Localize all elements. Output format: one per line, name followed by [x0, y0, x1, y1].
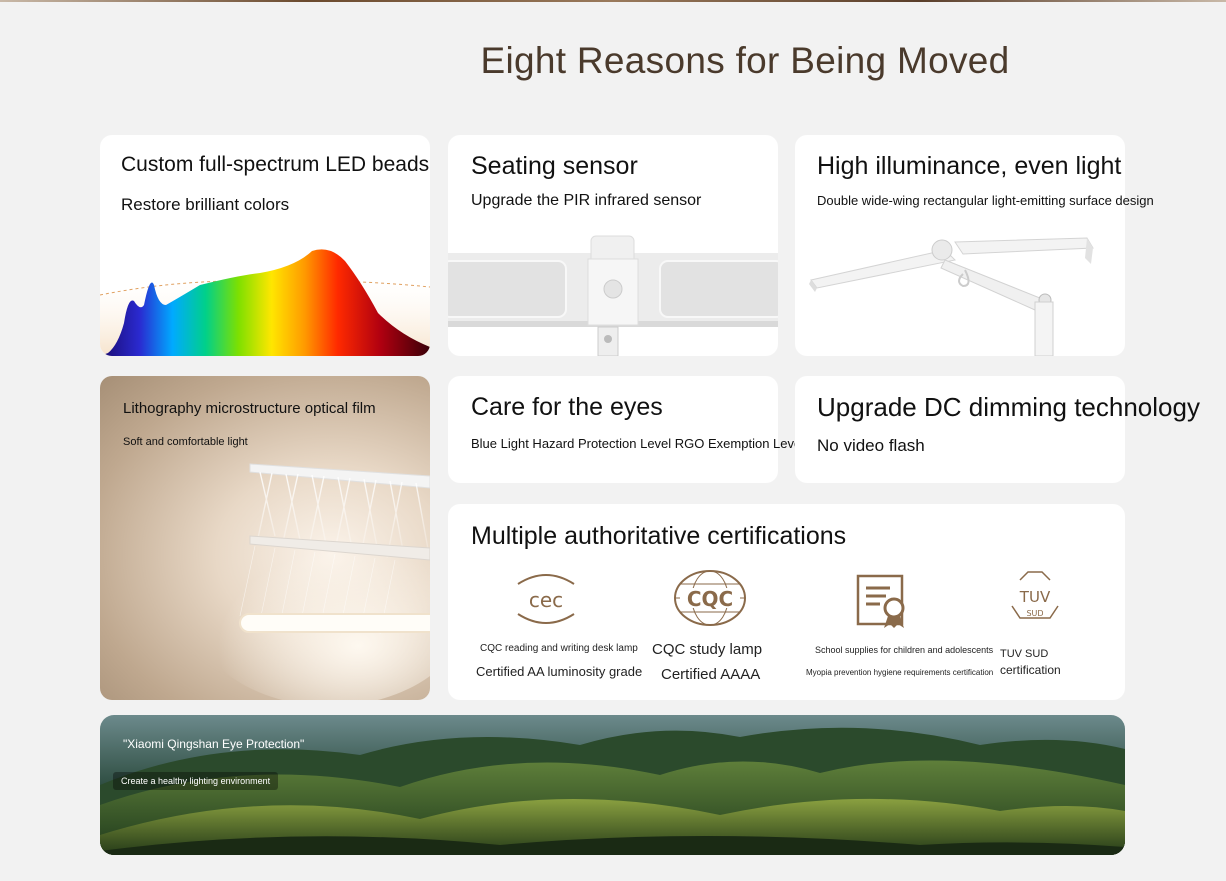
card-subtitle: No video flash	[817, 436, 925, 455]
optical-film-graphic	[190, 463, 430, 700]
card-seating-sensor: Seating sensor Upgrade the PIR infrared …	[448, 135, 778, 356]
card-title: High illuminance, even light	[817, 152, 1122, 180]
lamp-wide-wing-graphic	[809, 237, 1094, 356]
card-subtitle: Soft and comfortable light	[123, 436, 248, 448]
cert-caption-line2: Myopia prevention hygiene requirements c…	[806, 668, 994, 677]
cert-caption-line2: Certified AAAA	[661, 666, 761, 683]
card-dc-dimming: Upgrade DC dimming technology No video f…	[795, 376, 1200, 483]
eye-protection-banner: "Xiaomi Qingshan Eye Protection" Create …	[100, 715, 1125, 855]
svg-text:SUD: SUD	[1026, 609, 1043, 618]
top-decor-strip	[0, 0, 1226, 2]
cert-caption-line2: Certified AA luminosity grade	[476, 664, 643, 679]
card-title: Lithography microstructure optical film	[123, 400, 376, 417]
cert-caption-line1: CQC study lamp	[652, 641, 763, 658]
cqc-logo-icon: CQC	[674, 570, 746, 626]
card-subtitle: Upgrade the PIR infrared sensor	[471, 192, 702, 209]
cert-caption-line2: certification	[1000, 663, 1061, 677]
cec-logo-icon: cec	[517, 574, 575, 624]
card-high-illuminance: High illuminance, even light Double wide…	[795, 135, 1154, 356]
card-title: Upgrade DC dimming technology	[817, 392, 1200, 422]
tuv-logo-icon: TUV SUD	[1011, 571, 1059, 619]
card-lithography-film: Lithography microstructure optical film …	[100, 376, 430, 700]
cert-caption-line1: School supplies for children and adolesc…	[815, 645, 994, 655]
card-subtitle: Blue Light Hazard Protection Level RGO E…	[471, 436, 805, 451]
card-eye-care: Care for the eyes Blue Light Hazard Prot…	[448, 376, 804, 483]
card-certifications: Multiple authoritative certifications ce…	[448, 504, 1125, 700]
cert-caption-line1: CQC reading and writing desk lamp	[480, 643, 638, 654]
svg-text:CQC: CQC	[687, 587, 733, 611]
card-title: Care for the eyes	[471, 393, 663, 421]
cert-caption-line1: TUV SUD	[1000, 648, 1049, 660]
certificate-icon	[856, 574, 905, 628]
svg-text:cec: cec	[529, 588, 563, 612]
card-title: Multiple authoritative certifications	[471, 522, 847, 550]
banner-title: "Xiaomi Qingshan Eye Protection"	[123, 737, 305, 751]
card-subtitle: Double wide-wing rectangular light-emitt…	[817, 193, 1154, 208]
page-title: Eight Reasons for Being Moved	[480, 40, 1010, 81]
svg-text:TUV: TUV	[1019, 588, 1051, 606]
card-title: Seating sensor	[471, 152, 638, 180]
card-title: Custom full-spectrum LED beads	[121, 153, 430, 176]
card-full-spectrum: Custom full-spectrum LED beads Restore b…	[100, 135, 430, 356]
banner-subtitle: Create a healthy lighting environment	[113, 772, 279, 790]
mountain-landscape-image	[100, 715, 1125, 855]
card-subtitle: Restore brilliant colors	[121, 195, 290, 214]
lamp-sensor-graphic	[448, 235, 778, 356]
spectrum-graphic	[100, 249, 430, 356]
